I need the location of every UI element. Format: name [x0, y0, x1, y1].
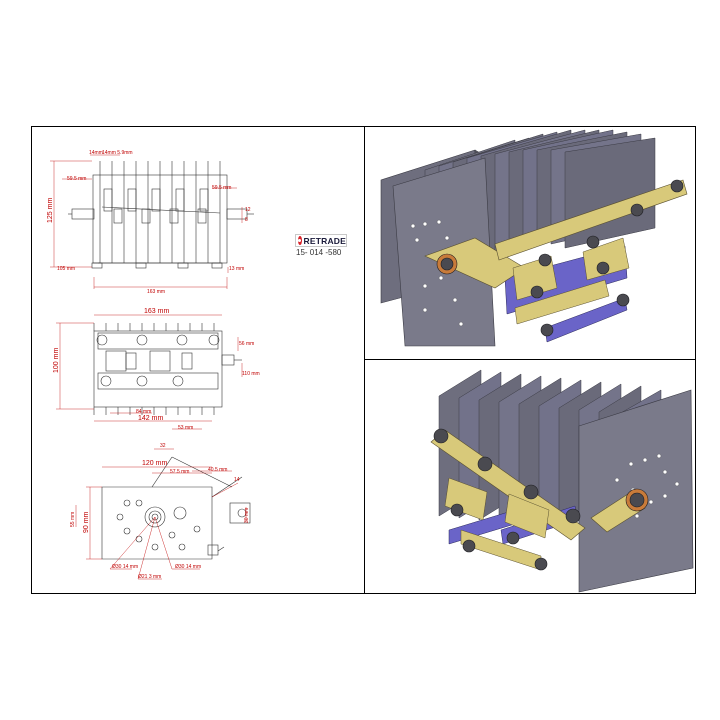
front-width-label: 163 mm — [147, 289, 165, 295]
vertical-divider — [364, 127, 365, 593]
side-offset-a: 57.5 mm — [170, 469, 189, 475]
side-right-small: 30 mm — [244, 508, 250, 523]
logo-mark-icon — [298, 236, 302, 245]
front-side-b: 8 — [245, 217, 248, 223]
top-right-dim-a: 56 mm — [239, 341, 254, 347]
render-view-bottom — [430, 369, 694, 593]
bolts-2 — [433, 428, 649, 571]
plate-holes-2 — [614, 453, 680, 519]
drawing-sheet: 125 mm 14mm 14mm 5.9mm 59.5 mm 59.5 mm 1… — [31, 126, 696, 594]
logo-box: RETRADE — [295, 234, 347, 247]
top-offset-label: 53 mm — [178, 425, 193, 431]
brand-name: RETRADE — [303, 235, 346, 246]
front-top-dim-a: 14mm — [89, 150, 103, 156]
front-height-label: 125 mm — [47, 198, 54, 223]
front-right-offset: 59.5 mm — [212, 185, 231, 191]
heatsink-fins-2 — [438, 369, 694, 593]
side-width-label: 120 mm — [142, 460, 167, 467]
side-hole-c: Ø21 3 mm — [138, 574, 161, 580]
top-pitch-label: 84 mm — [136, 409, 151, 415]
side-angle: 14 — [234, 477, 240, 483]
front-base-right: 13 mm — [229, 266, 244, 272]
front-left-offset: 59.5 mm — [67, 176, 86, 182]
render-view-top — [380, 129, 688, 347]
side-hole-a: Ø30 14 mm — [112, 564, 138, 570]
side-slot: 32 — [160, 443, 166, 449]
front-top-dim-b: 14mm 5.9mm — [102, 150, 133, 156]
side-offset-b: 40.5 mm — [208, 467, 227, 473]
horizontal-divider — [365, 359, 696, 360]
side-hole-b: Ø30 14 mm — [175, 564, 201, 570]
heatsink-fins — [380, 129, 656, 347]
busbars — [424, 179, 688, 325]
front-base-left: 105 mm — [57, 266, 75, 272]
top-depth-label: 100 mm — [53, 348, 60, 373]
top-width-label: 163 mm — [144, 308, 169, 315]
bolts — [436, 179, 684, 337]
front-side-a: 12 — [245, 207, 251, 213]
part-number: 15- 014 -580 — [296, 248, 342, 257]
busbars-2 — [430, 429, 646, 571]
side-view: 120 mm 57.5 mm 40.5 mm 90 mm 55 mm 30 mm… — [70, 443, 251, 580]
side-height-label: 90 mm — [83, 511, 90, 533]
top-inner-width-label: 142 mm — [138, 415, 163, 422]
top-right-dim-b: 110 mm — [242, 371, 260, 377]
plate-holes — [410, 219, 464, 327]
brand-logo: RETRADE 15- 014 -580 — [295, 234, 349, 258]
technical-drawing-panel: 125 mm 14mm 14mm 5.9mm 59.5 mm 59.5 mm 1… — [47, 150, 260, 580]
side-left-small: 55 mm — [70, 512, 76, 527]
top-view: 163 mm 100 mm 56 mm 110 mm 84 mm 142 mm … — [53, 308, 260, 431]
front-view: 125 mm 14mm 14mm 5.9mm 59.5 mm 59.5 mm 1… — [47, 150, 254, 295]
